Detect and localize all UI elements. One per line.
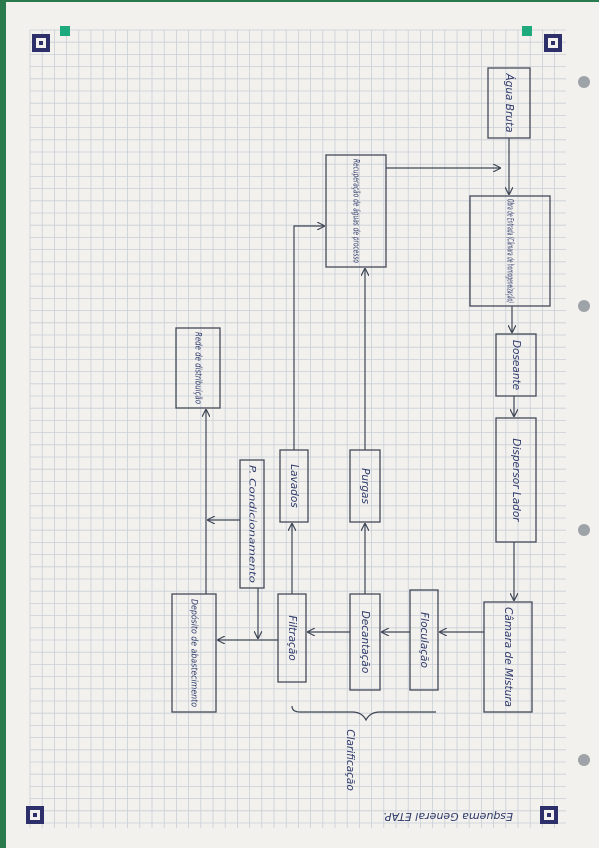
label-decantacao: Decantação (359, 611, 371, 674)
label-rede: Rede de distribuição (193, 332, 203, 404)
label-floculacao: Floculação (418, 612, 430, 668)
corner-marker-bottom-left (26, 806, 44, 824)
node-condicionamento (239, 459, 265, 589)
node-floculacao (409, 589, 439, 691)
green-tab-top-right (522, 26, 532, 36)
green-tab-top-left (60, 26, 70, 36)
label-deposito: Depósito de abastecimento (189, 599, 200, 707)
label-condicionamento: P. Condicionamento (247, 465, 257, 584)
sheet-title: Esquema General ETAP. (383, 810, 513, 823)
label-reagentes: Recuperação de águas de processo (351, 159, 361, 263)
node-deposito (171, 593, 217, 713)
corner-marker-top-right (544, 34, 562, 52)
binder-hole-1 (578, 76, 590, 88)
node-camara-mistura (483, 601, 533, 713)
node-obra-entrada (469, 195, 551, 307)
label-purgas: Purgas (359, 468, 371, 504)
label-agua-bruta: Água Bruta (503, 72, 516, 132)
label-dispersao: Dispersor Lador (510, 438, 522, 522)
label-obra-entrada: Obra de Entrada (Câmara de homogeneizaçã… (505, 199, 515, 303)
edge-lavagens-reagentes (293, 226, 324, 450)
label-clarificacao: Clarificação (344, 729, 356, 791)
binder-hole-4 (578, 754, 590, 766)
binder-hole-2 (578, 300, 590, 312)
node-reagentes (325, 154, 387, 268)
corner-marker-top-left (32, 34, 50, 52)
grid (29, 29, 566, 828)
binder-hole-3 (578, 524, 590, 536)
label-camara-mistura: Câmara de Mistura (502, 607, 514, 707)
corner-marker-bottom-right (540, 806, 558, 824)
label-filtracao: Filtração (286, 615, 298, 660)
paper (6, 2, 599, 848)
node-doseamento (495, 333, 537, 397)
node-dispersao (495, 417, 537, 543)
clarification-brace (291, 705, 436, 722)
label-doseamento: Doseante (510, 340, 522, 390)
label-lavagens: Lavados (288, 464, 300, 508)
node-rede (175, 327, 221, 409)
